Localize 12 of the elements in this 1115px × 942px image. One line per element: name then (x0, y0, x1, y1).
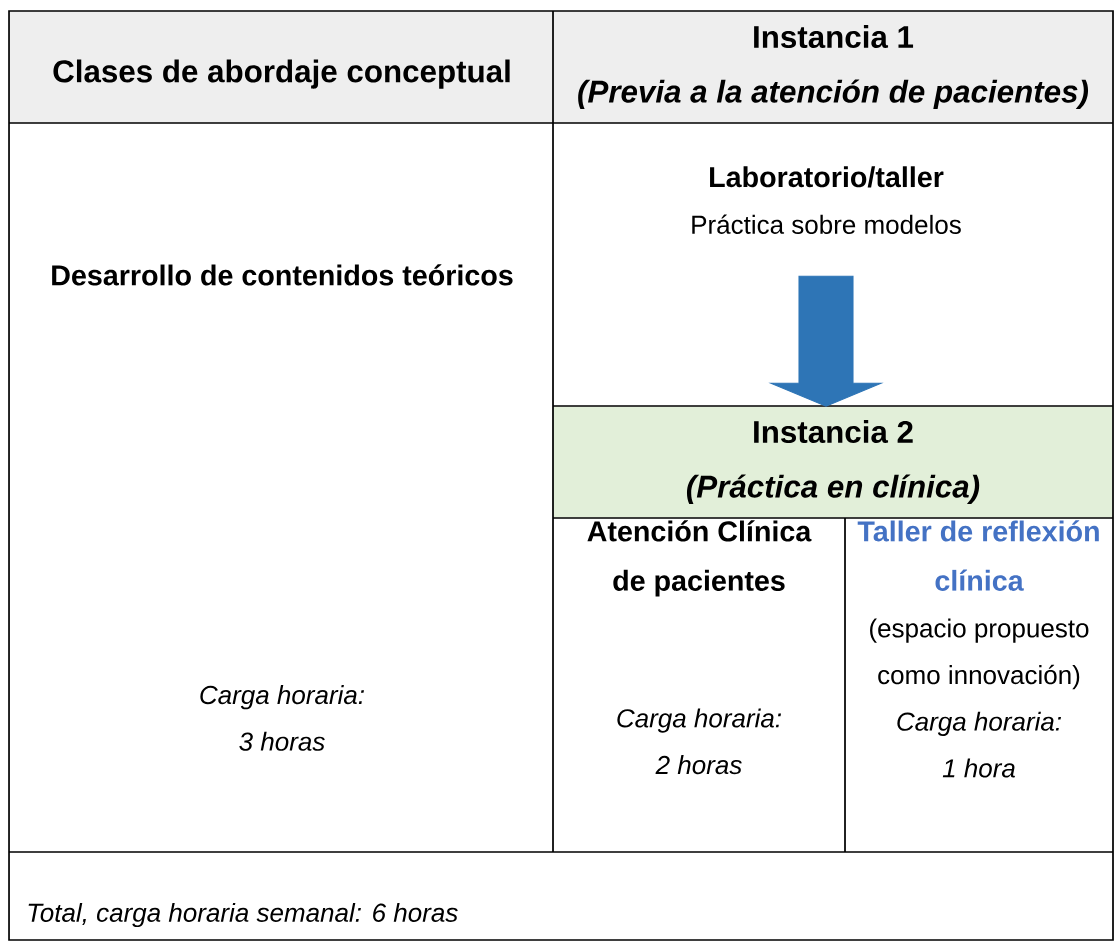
footer-cell: Total, carga horaria semanal: 6 horas (28, 902, 458, 928)
node-label: Clases de abordaje conceptual (53, 59, 510, 89)
header-cell: Instancia 1 (Previa a la atención de pacientes) (553, 11, 1113, 123)
table-cell: Laboratorio/taller Práctica sobre modelos (692, 166, 961, 234)
table-cell: Taller de reflexión clínica (espacio propuesto como innovación) Carga horaria: 1 hora (857, 520, 1099, 778)
header-cell: Clases de abordaje conceptual (10, 11, 554, 123)
band-cell: Instancia 2 (Práctica en clínica) (553, 406, 1113, 518)
node-label: (Previa a la atención de pacientes) (578, 79, 1089, 109)
table-cell: Desarrollo de contenidos teóricos Carga horaria: 3 horas (52, 264, 513, 751)
node-label: Instancia 1 (754, 25, 914, 49)
table-cell: Atención Clínica de pacientes Carga horaria: 2 horas (587, 520, 812, 775)
block-arrow (768, 275, 884, 407)
